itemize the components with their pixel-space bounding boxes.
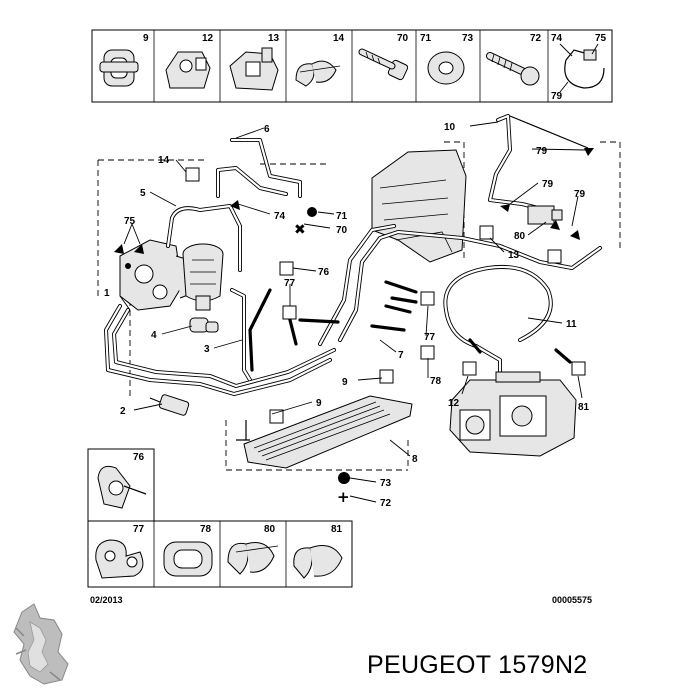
washer-part-71-icon [427,51,465,85]
fitting-71-dot-icon [307,207,317,217]
hose-clamp-part-icon [559,43,605,93]
strip-label-73: 73 [462,33,474,44]
callout-71: 71 [336,211,348,222]
strip-label-75: 75 [595,33,607,44]
valve-part-80 [527,205,563,225]
footer-code: 00005575 [552,595,592,605]
panel-label-76: 76 [133,452,145,463]
callout-7: 7 [398,350,404,361]
strip-label-9: 9 [143,33,149,44]
fuel-cooler-part-8 [236,395,413,469]
footer-date: 02/2013 [90,595,123,605]
callout-80: 80 [514,231,526,242]
clip-part-80-icon [227,542,279,575]
callout-79-right: 79 [574,189,586,200]
grommet-part-icon [99,49,139,87]
strip-label-12: 12 [202,33,214,44]
callout-14: 14 [158,155,170,166]
callout-9-upper: 9 [342,377,348,388]
callout-79-mid: 79 [542,179,554,190]
fitting-70-cross-icon: ✖ [294,222,306,238]
panel-label-81: 81 [331,524,343,535]
clip-part-12-icon [165,51,211,89]
strip-label-70: 70 [397,33,409,44]
callout-2: 2 [120,406,126,417]
engine-block [371,149,467,263]
inline-filter-part-2 [149,394,190,416]
panel-label-80: 80 [264,524,276,535]
callout-77-right: 77 [424,332,436,343]
callout-13: 13 [508,250,520,261]
callout-1: 1 [104,288,110,299]
bolt-part-70-icon [358,48,409,81]
callout-75: 75 [124,216,136,227]
clip-part-13-icon [229,47,279,91]
callout-10: 10 [444,122,456,133]
strip-label-13: 13 [268,33,280,44]
clip-part-76-icon [97,465,147,509]
clip-part-77-icon [95,539,144,579]
strip-label-72: 72 [530,33,542,44]
double-clip-part-14-icon [295,60,341,87]
callout-74: 74 [274,211,286,222]
callout-8: 8 [412,454,418,465]
fuel-filter [182,243,224,311]
callout-72: 72 [380,498,392,509]
callout-3: 3 [204,344,210,355]
grommet-part-78-icon [163,541,213,577]
panel-label-78: 78 [200,524,212,535]
connector-part-4 [189,317,219,333]
fitting-73-dot-icon [338,472,350,484]
clip-part-81-icon [293,545,343,579]
callout-4: 4 [151,330,157,341]
part-label: PEUGEOT 1579N2 [367,651,588,679]
callout-73: 73 [380,478,392,489]
callout-12: 12 [448,398,460,409]
strip-label-74: 74 [551,33,563,44]
callout-81: 81 [578,402,590,413]
bottom-parts-panel: 76 77 78 80 81 [87,448,353,588]
callout-78: 78 [430,376,442,387]
panel-label-77: 77 [133,524,145,535]
callout-9-lower: 9 [316,398,322,409]
callout-5: 5 [140,188,146,199]
strip-label-71: 71 [420,33,432,44]
peugeot-lion-icon [13,603,69,685]
screw-part-73-icon [486,52,540,86]
callout-11: 11 [566,319,577,330]
callout-76: 76 [318,267,330,278]
callout-6: 6 [264,124,270,135]
callout-77-left: 77 [284,278,296,289]
callout-79-top: 79 [536,146,548,157]
callout-70: 70 [336,225,348,236]
main-diagram: ✖ + [97,114,621,509]
strip-label-79: 79 [551,91,563,102]
top-parts-strip: 9 12 13 14 70 71 73 72 74 75 79 [91,29,613,103]
strip-label-14: 14 [333,33,345,44]
fitting-72-plus-icon: + [337,488,350,506]
injection-pump-part-12 [449,371,577,457]
